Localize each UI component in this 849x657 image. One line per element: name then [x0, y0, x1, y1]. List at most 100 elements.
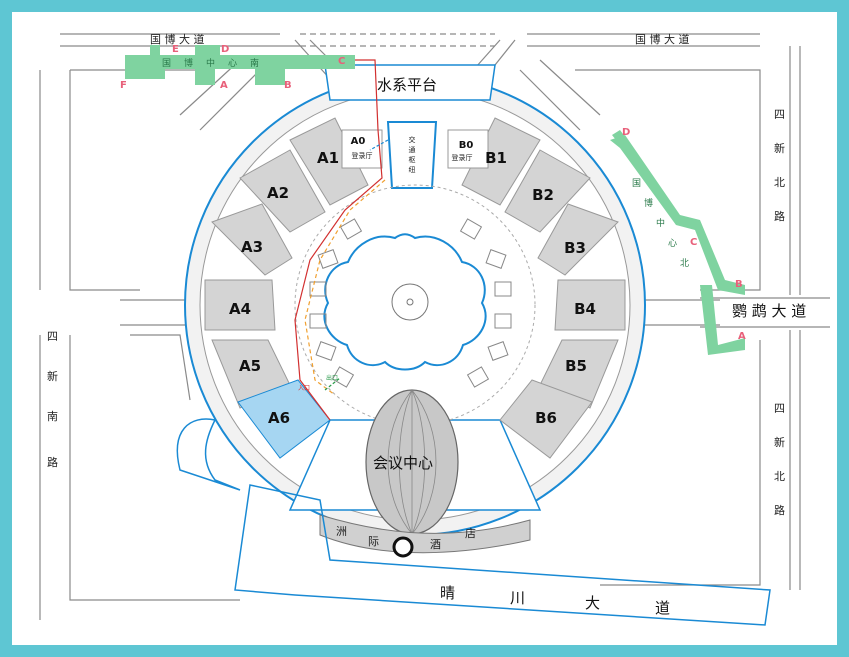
svg-text:四: 四 — [47, 330, 58, 343]
hall-a4-label: A4 — [229, 300, 251, 318]
svg-text:南: 南 — [250, 57, 259, 69]
hall-b4-label: B4 — [574, 300, 596, 318]
svg-text:中: 中 — [206, 57, 215, 69]
svg-text:新: 新 — [47, 369, 58, 383]
svg-text:博: 博 — [644, 197, 653, 209]
svg-text:博: 博 — [184, 57, 193, 69]
hotel-band[interactable] — [319, 514, 531, 554]
svg-text:国: 国 — [632, 178, 641, 189]
svg-text:四: 四 — [774, 402, 785, 415]
svg-text:C: C — [690, 237, 697, 248]
hall-a1-label: A1 — [317, 149, 339, 167]
svg-text:北: 北 — [774, 176, 785, 189]
svg-text:北: 北 — [774, 470, 785, 483]
svg-text:A: A — [220, 80, 228, 91]
svg-text:店: 店 — [465, 526, 476, 540]
halls-a-group — [204, 117, 369, 459]
pavilions — [309, 218, 512, 388]
svg-text:路: 路 — [47, 456, 58, 469]
transport-hub[interactable] — [386, 121, 438, 189]
svg-text:南: 南 — [47, 410, 58, 423]
road-label-left: 四 新 南 路 — [47, 330, 58, 469]
svg-text:心: 心 — [228, 58, 237, 69]
north-bridge — [324, 64, 496, 101]
svg-text:路: 路 — [774, 210, 785, 223]
hotel-label: 洲 际 酒 店 — [336, 525, 476, 551]
hall-b6[interactable] — [499, 379, 593, 459]
svg-text:新: 新 — [774, 435, 785, 449]
lobby-b0-code: B0 — [459, 140, 474, 151]
routes — [294, 59, 389, 421]
route-green — [324, 377, 341, 391]
road-label-south-avenue: 晴 川 大 道 — [440, 584, 670, 617]
svg-text:晴: 晴 — [440, 584, 455, 602]
svg-text:洲: 洲 — [336, 525, 347, 538]
lobby-b0[interactable] — [447, 129, 489, 169]
lobby-a0-code: A0 — [351, 136, 366, 147]
svg-text:心: 心 — [668, 238, 677, 249]
svg-text:通: 通 — [409, 145, 416, 154]
svg-text:酒: 酒 — [430, 538, 441, 551]
road-label-top-left: 国 博 大 道 — [150, 32, 205, 46]
road-label-right-lower: 四 新 北 路 — [774, 402, 785, 517]
svg-text:E: E — [172, 44, 179, 55]
conference-center-ribs — [387, 389, 437, 535]
route-orange — [304, 179, 386, 396]
svg-text:B: B — [284, 80, 292, 91]
hall-b2[interactable] — [504, 149, 591, 233]
svg-text:A: A — [738, 331, 746, 342]
road-label-east-avenue: 鹦 鹉 大 道 — [732, 302, 806, 320]
route-red — [294, 59, 383, 421]
central-plaza[interactable] — [323, 233, 487, 371]
metro-north-label: 国 博 中 心 南 — [162, 57, 259, 69]
svg-text:F: F — [120, 80, 127, 91]
lobby-a0[interactable] — [341, 129, 383, 169]
svg-text:四: 四 — [774, 108, 785, 121]
hall-b5-label: B5 — [565, 357, 587, 375]
svg-text:D: D — [622, 127, 630, 138]
hall-a4[interactable] — [204, 279, 276, 331]
hall-b3-label: B3 — [564, 239, 586, 257]
svg-text:国: 国 — [162, 58, 171, 69]
hall-a3-label: A3 — [241, 238, 263, 256]
svg-text:D: D — [221, 44, 229, 55]
west-ramp — [176, 418, 241, 491]
lobby-a0-text: 登录厅 — [352, 151, 373, 160]
plaza-center-dot — [406, 298, 414, 306]
south-avenue-road — [234, 484, 771, 626]
hall-a3[interactable] — [211, 203, 293, 276]
entrance-label: 入口 — [298, 385, 310, 392]
metro-east-exits: A B C D — [622, 127, 746, 342]
svg-text:中: 中 — [656, 217, 665, 229]
road-label-right-upper: 四 新 北 路 — [774, 108, 785, 223]
svg-text:纽: 纽 — [409, 165, 416, 174]
metro-north — [125, 45, 355, 85]
hall-b1-label: B1 — [485, 149, 507, 167]
plaza-center-ring — [391, 283, 429, 321]
hall-a1[interactable] — [289, 117, 369, 206]
hotel-roundabout — [392, 536, 414, 558]
hall-b2-label: B2 — [532, 186, 554, 204]
water-platform-label: 水系平台 — [377, 76, 437, 94]
hall-a2-label: A2 — [267, 184, 289, 202]
hall-a6-label: A6 — [268, 409, 290, 427]
metro-north-exits: A B C D E F — [120, 44, 345, 91]
svg-text:枢: 枢 — [409, 155, 416, 164]
hall-b4[interactable] — [554, 279, 626, 331]
road-label-top-right: 国 博 大 道 — [635, 32, 690, 46]
exit-label: 出口 — [326, 374, 338, 382]
transport-hub-label: 交 通 枢 纽 — [409, 135, 416, 174]
metro-east-label: 国 博 中 心 北 — [632, 178, 689, 269]
halls-b-group — [461, 117, 626, 459]
svg-text:B: B — [735, 279, 743, 290]
svg-text:C: C — [338, 56, 345, 67]
svg-text:川: 川 — [510, 589, 525, 607]
hall-a2[interactable] — [239, 149, 326, 233]
hall-b3[interactable] — [537, 203, 619, 276]
svg-text:路: 路 — [774, 504, 785, 517]
svg-text:交: 交 — [409, 135, 416, 144]
svg-text:北: 北 — [680, 258, 689, 269]
metro-east — [610, 130, 745, 355]
hall-a5-label: A5 — [239, 357, 261, 375]
